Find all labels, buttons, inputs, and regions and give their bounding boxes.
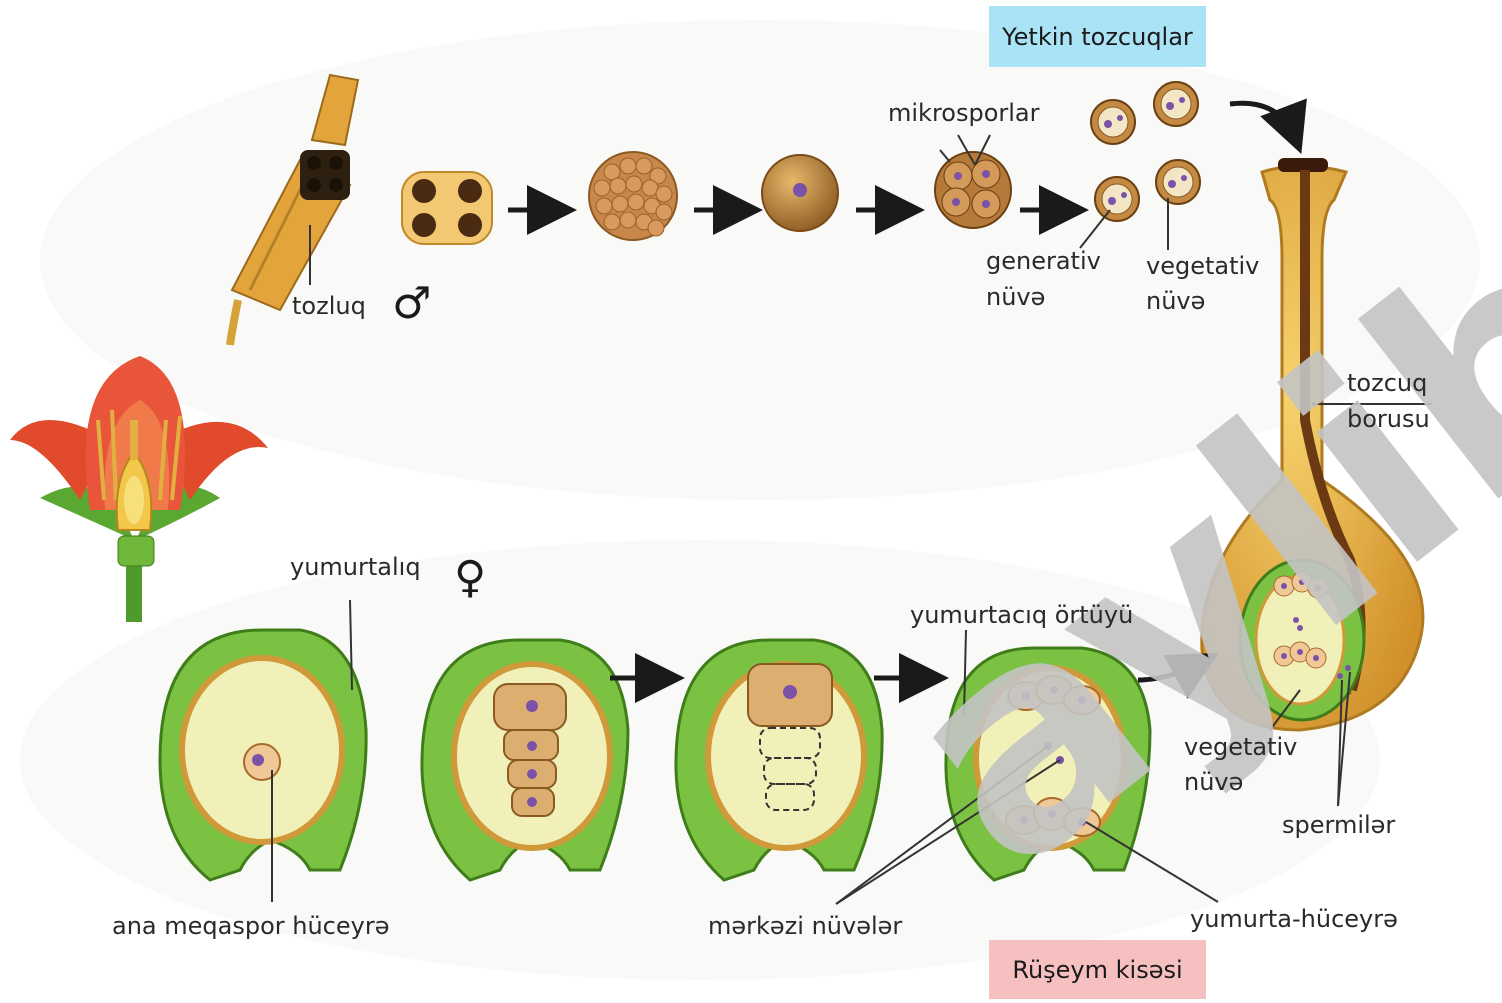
integument-label: yumurtacıq örtüyü — [910, 600, 1133, 630]
central-nuclei-label: mərkəzi nüvələr — [708, 911, 902, 941]
anther-label: tozluq — [292, 291, 366, 321]
generative-nucleus-label-line2: nüvə — [986, 282, 1045, 312]
ovary-label: yumurtalıq — [290, 552, 421, 582]
sperms-label: spermilər — [1282, 810, 1395, 840]
pollen-tube-label-line2: borusu — [1347, 404, 1430, 434]
egg-cell-label: yumurta-hüceyrə — [1190, 904, 1398, 934]
female-symbol: ♀ — [454, 556, 486, 600]
embryo-sac-box: Rüşeym kisəsi — [989, 940, 1206, 999]
pollen-sac-cross-section — [402, 172, 492, 244]
pollen-tube-label-line1: tozcuq — [1347, 368, 1427, 398]
vegetative-nucleus-top-label-line1: vegetativ — [1146, 251, 1259, 281]
mature-pollen-box: Yetkin tozcuqlar — [989, 6, 1206, 67]
vegetative-nucleus-bottom-label-line1: vegetativ — [1184, 732, 1297, 762]
embryo-sac-label: Rüşeym kisəsi — [1012, 956, 1182, 984]
vegetative-nucleus-top-label-line2: nüvə — [1146, 286, 1205, 316]
generative-nucleus-label-line1: generativ — [986, 246, 1101, 276]
microspore-mother-cells — [589, 152, 677, 240]
ovule-stage-2 — [422, 640, 628, 880]
single-mother-cell — [762, 155, 838, 231]
megaspore-mother-cell-label: ana meqaspor hüceyrə — [112, 911, 389, 941]
mature-pollen-label: Yetkin tozcuqlar — [1002, 23, 1193, 51]
male-symbol: ♂ — [392, 282, 431, 326]
microspores-label: mikrosporlar — [888, 98, 1040, 128]
vegetative-nucleus-bottom-label-line2: nüvə — [1184, 767, 1243, 797]
